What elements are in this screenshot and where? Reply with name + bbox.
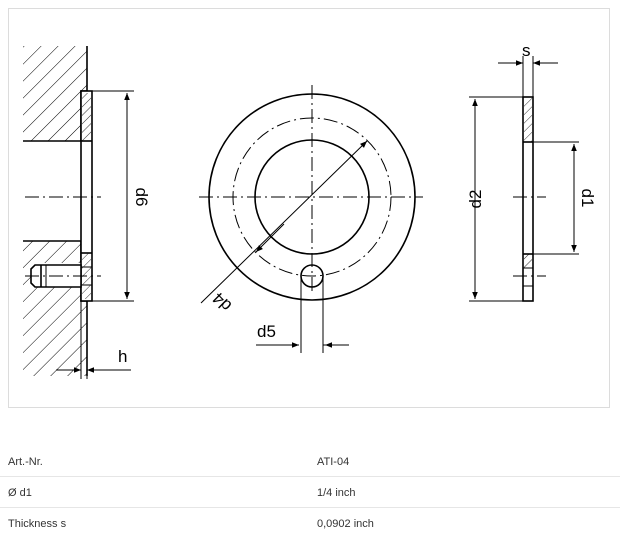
spec-value: ATI-04 (317, 456, 350, 468)
label-d6: d6 (132, 188, 151, 207)
spec-row-article-number: Art.-Nr. ATI-04 (0, 446, 620, 477)
spec-row-thickness: Thickness s 0,0902 inch (0, 508, 620, 539)
spec-value: 1/4 inch (317, 487, 356, 499)
label-d4: d4 (209, 288, 236, 315)
spec-row-diameter: Ø d1 1/4 inch (0, 477, 620, 508)
label-s: s (522, 41, 531, 60)
label-d2: d2 (466, 190, 485, 209)
spec-label: Thickness s (8, 518, 67, 530)
spec-label: Art.-Nr. (8, 456, 43, 468)
spec-label: Ø d1 (8, 487, 32, 499)
washer-drawing-svg: d6 h d4 d5 (23, 41, 597, 379)
label-h: h (118, 347, 127, 366)
label-d5: d5 (257, 322, 276, 341)
washer-side-section (469, 56, 579, 302)
specification-table: Art.-Nr. ATI-04 Ø d1 1/4 inch Thickness … (0, 446, 620, 539)
spec-value: 0,0902 inch (317, 518, 374, 530)
installation-section-view (23, 46, 134, 379)
washer-front-view (199, 85, 423, 353)
label-d1: d1 (578, 189, 597, 208)
technical-drawing: d6 h d4 d5 (8, 8, 610, 408)
